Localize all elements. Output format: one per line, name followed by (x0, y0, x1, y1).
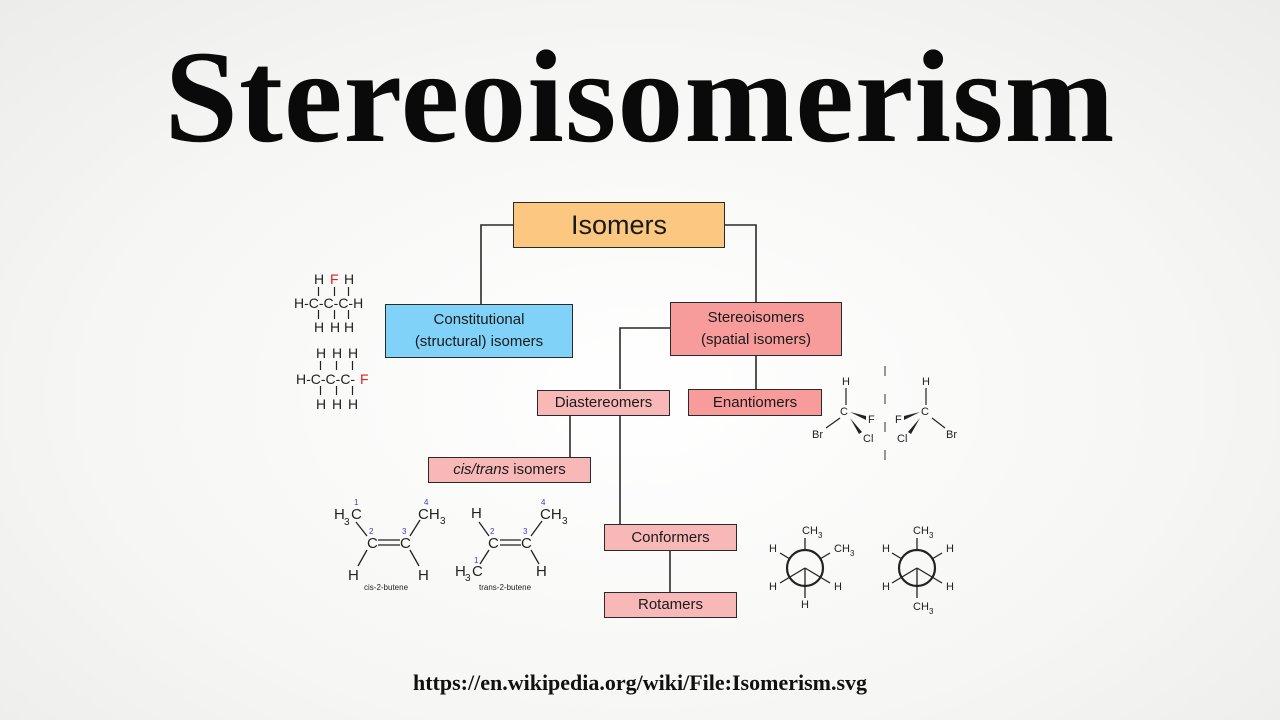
svg-text:H: H (314, 319, 324, 335)
node-diastereomers-label: Diastereomers (554, 394, 653, 411)
svg-text:4: 4 (424, 498, 429, 507)
svg-text:H: H (348, 396, 358, 412)
svg-text:Br: Br (946, 429, 957, 441)
svg-text:C: C (367, 535, 378, 552)
svg-text:3: 3 (344, 517, 350, 528)
node-cis-trans-isomers: cis/trans isomers (428, 457, 591, 483)
node-isomers: Isomers (513, 202, 725, 248)
svg-text:H: H (418, 567, 429, 584)
svg-text:C: C (840, 406, 848, 418)
svg-text:CH: CH (834, 543, 850, 555)
svg-text:CH: CH (418, 506, 440, 523)
node-conformers-label: Conformers (631, 528, 710, 546)
svg-text:1: 1 (474, 556, 479, 565)
svg-text:H: H (316, 345, 326, 361)
svg-text:C: C (521, 535, 532, 552)
svg-text:CH: CH (540, 506, 562, 523)
source-url: https://en.wikipedia.org/wiki/File:Isome… (412, 670, 868, 695)
page-title: Stereoisomerism (164, 23, 1116, 170)
svg-text:1: 1 (354, 498, 359, 507)
svg-text:C: C (400, 535, 411, 552)
svg-text:2: 2 (490, 527, 495, 536)
svg-text:3: 3 (465, 573, 471, 584)
svg-text:F: F (868, 414, 875, 426)
svg-text:H: H (946, 581, 954, 593)
svg-text:H: H (769, 543, 777, 555)
svg-text:3: 3 (818, 531, 823, 540)
node-stereo-line2: (spatial isomers) (700, 331, 812, 348)
svg-text:cis-2-butene: cis-2-butene (364, 583, 409, 592)
svg-text:H: H (348, 567, 359, 584)
node-diastereomers: Diastereomers (537, 390, 670, 416)
node-constitutional-line1: Constitutional (433, 311, 525, 328)
svg-text:Br: Br (812, 429, 823, 441)
svg-text:4: 4 (541, 498, 546, 507)
svg-text:CH: CH (913, 601, 929, 613)
svg-text:trans-2-butene: trans-2-butene (479, 583, 532, 592)
svg-text:3: 3 (929, 607, 934, 616)
node-cistrans-italic: cis/trans (453, 461, 510, 478)
svg-text:H: H (455, 563, 466, 580)
svg-text:C: C (351, 506, 362, 523)
svg-text:H: H (882, 543, 890, 555)
svg-text:C: C (921, 406, 929, 418)
node-enantiomers: Enantiomers (688, 389, 822, 416)
svg-text:C: C (472, 563, 483, 580)
svg-text:CH: CH (802, 525, 818, 537)
svg-text:H: H (344, 319, 354, 335)
node-isomers-label: Isomers (570, 210, 668, 240)
svg-text:H-C-C-C-H: H-C-C-C-H (294, 295, 363, 311)
svg-text:H: H (344, 271, 354, 287)
svg-text:H-C-C-C-: H-C-C-C- (296, 371, 355, 387)
node-rotamers: Rotamers (604, 592, 737, 618)
svg-text:H: H (334, 506, 345, 523)
svg-text:3: 3 (929, 531, 934, 540)
svg-text:H: H (801, 599, 809, 611)
svg-text:2: 2 (369, 527, 374, 536)
svg-text:F: F (895, 414, 902, 426)
node-constitutional-isomers: Constitutional (structural) isomers (385, 304, 573, 358)
node-cistrans-rest: isomers (509, 461, 566, 478)
svg-text:F: F (330, 271, 339, 287)
svg-text:H: H (769, 581, 777, 593)
svg-text:H: H (471, 505, 482, 522)
svg-text:F: F (360, 371, 369, 387)
node-constitutional-line2: (structural) isomers (414, 333, 544, 350)
svg-text:H: H (922, 376, 930, 388)
svg-text:H: H (332, 345, 342, 361)
svg-text:CH: CH (913, 525, 929, 537)
node-rotamers-label: Rotamers (637, 596, 704, 613)
svg-text:H: H (330, 319, 340, 335)
node-stereo-line1: Stereoisomers (707, 309, 805, 326)
svg-text:Cl: Cl (897, 433, 907, 445)
svg-text:H: H (316, 396, 326, 412)
svg-text:H: H (314, 271, 324, 287)
node-stereoisomers: Stereoisomers (spatial isomers) (670, 302, 842, 356)
svg-text:H: H (834, 581, 842, 593)
svg-text:H: H (882, 581, 890, 593)
svg-text:H: H (946, 543, 954, 555)
svg-text:H: H (348, 345, 358, 361)
svg-text:3: 3 (402, 527, 407, 536)
svg-text:H: H (536, 563, 547, 580)
svg-text:3: 3 (850, 549, 855, 558)
svg-text:3: 3 (523, 527, 528, 536)
svg-text:Cl: Cl (863, 433, 873, 445)
svg-text:3: 3 (440, 516, 446, 527)
svg-text:C: C (488, 535, 499, 552)
node-enantiomers-label: Enantiomers (712, 393, 798, 411)
svg-text:H: H (332, 396, 342, 412)
svg-text:H: H (842, 376, 850, 388)
svg-text:3: 3 (562, 516, 568, 527)
node-conformers: Conformers (604, 524, 737, 551)
